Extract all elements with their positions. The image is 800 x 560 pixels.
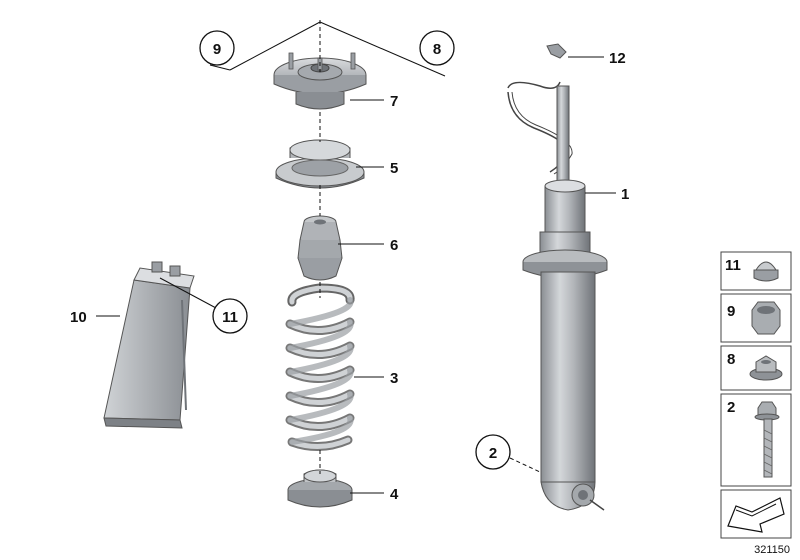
cap-nut-icon xyxy=(753,261,779,282)
callout-9: 9 xyxy=(199,30,235,66)
legend-number-11: 11 xyxy=(725,257,741,274)
callout-7: 7 xyxy=(390,93,398,110)
flange-nut-icon xyxy=(749,355,783,381)
top-mount-part xyxy=(273,52,367,110)
leader-lines xyxy=(96,20,616,494)
legend-number-8: 8 xyxy=(727,351,735,368)
sensor-clip-part xyxy=(546,43,567,59)
callout-8: 8 xyxy=(419,30,455,66)
hex-bolt-icon xyxy=(754,401,780,478)
callout-2: 2 xyxy=(475,434,511,470)
spring-seat-part xyxy=(275,139,365,189)
callout-1: 1 xyxy=(621,186,629,203)
callout-labels: 7 5 6 3 4 10 1 12 9 8 11 2 xyxy=(70,30,629,503)
svg-text:9: 9 xyxy=(213,41,221,58)
callout-3: 3 xyxy=(390,370,398,387)
hardware-legend: 11 9 8 2 xyxy=(720,251,792,539)
svg-text:2: 2 xyxy=(489,445,497,462)
callout-4: 4 xyxy=(390,486,399,503)
svg-text:8: 8 xyxy=(433,41,441,58)
coil-spring-part xyxy=(285,283,355,451)
legend-number-9: 9 xyxy=(727,303,735,320)
control-module-part xyxy=(103,261,195,429)
arrow-sheet-icon xyxy=(727,497,785,533)
shock-absorber-part xyxy=(507,81,608,511)
callout-12: 12 xyxy=(609,50,626,67)
legend-number-2: 2 xyxy=(727,399,735,416)
callout-5: 5 xyxy=(390,160,398,177)
svg-text:11: 11 xyxy=(222,309,238,326)
hex-nut-icon xyxy=(751,301,781,335)
diagram-id: 321150 xyxy=(754,544,790,556)
bump-stop-part xyxy=(297,215,343,281)
lower-spring-pad-part xyxy=(287,469,353,508)
callout-10: 10 xyxy=(70,309,87,326)
callout-6: 6 xyxy=(390,237,398,254)
callout-11: 11 xyxy=(212,298,248,334)
